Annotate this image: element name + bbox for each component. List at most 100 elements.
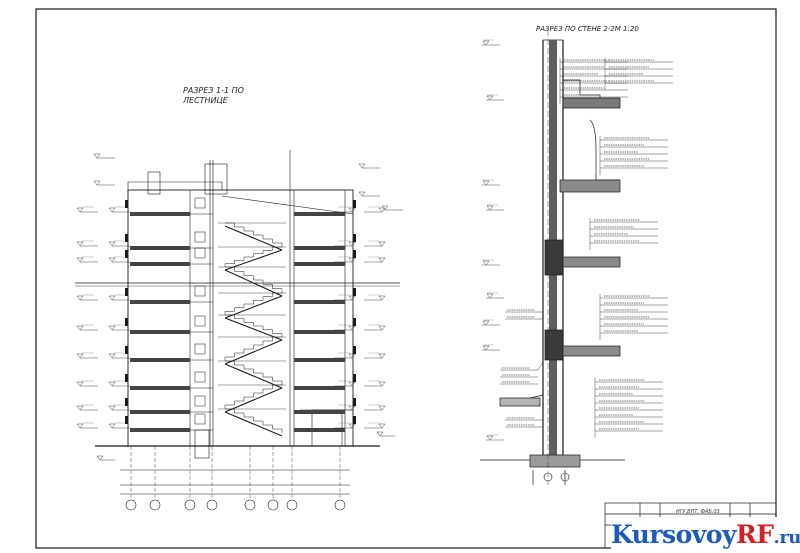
wall-section (480, 30, 625, 485)
stair-flight (224, 387, 283, 413)
window-marker (353, 234, 356, 242)
axis-marker-circle (267, 499, 279, 511)
elevation-triangle (348, 207, 356, 213)
elevation-triangle (96, 455, 104, 461)
elevation-triangle (486, 435, 494, 441)
stair-steps (225, 314, 283, 337)
floor-slab (130, 330, 190, 334)
floor-slab (294, 410, 345, 414)
stair-flight (224, 411, 283, 437)
stair-steps (225, 408, 283, 433)
elevation-triangle (93, 153, 101, 159)
elevation-triangle (76, 405, 84, 411)
watermark-text: KursovoyRF.ru (611, 520, 800, 549)
floor-slab (130, 358, 190, 362)
floor-slab (130, 386, 190, 390)
stair-steps (224, 246, 282, 267)
elevation-triangle (378, 257, 386, 263)
stair-section-title: РАЗРЕЗ 1-1 ПО ЛЕСТНИЦЕ (183, 86, 244, 106)
window-marker (125, 318, 128, 326)
watermark-part2: RF (736, 519, 774, 549)
stair-flight (224, 225, 283, 251)
stair-title-line1: РАЗРЕЗ 1-1 ПО (183, 86, 244, 95)
door-marker (194, 413, 206, 425)
axis-marker-circle (286, 499, 298, 511)
floor-slab (294, 358, 345, 362)
door-marker (194, 231, 206, 243)
stair-flight (224, 339, 283, 365)
elevation-triangle (108, 295, 116, 301)
window-marker (125, 234, 128, 242)
window-marker (125, 346, 128, 354)
elevation-triangle (108, 207, 116, 213)
elevation-triangle (482, 40, 490, 46)
elevation-triangle (378, 325, 386, 331)
axis-marker-circle (334, 499, 346, 511)
elevation-triangle (486, 205, 494, 211)
stair-flight (224, 249, 283, 271)
elevation-triangle (378, 241, 386, 247)
window-marker (125, 200, 128, 208)
axis-marker-circle (244, 499, 256, 511)
note-leader (537, 361, 544, 371)
watermark-part3: .ru (773, 526, 800, 548)
elevation-marks (76, 153, 403, 461)
stair-flights (218, 222, 286, 437)
elevation-triangle (378, 381, 386, 387)
elevation-triangle (348, 241, 356, 247)
elevation-triangle (76, 423, 84, 429)
elevation-triangle (108, 325, 116, 331)
floor-slab (294, 330, 345, 334)
elevation-triangle (348, 295, 356, 301)
window-marker (125, 374, 128, 382)
wall-section-title: РАЗРЕЗ ПО СТЕНЕ 2-2М 1:20 (536, 25, 639, 33)
elevation-triangle (381, 205, 389, 211)
stair-steps (225, 360, 283, 385)
door-marker (194, 285, 206, 297)
window-marker (125, 288, 128, 296)
stair-flight (224, 295, 283, 319)
elevation-triangle (348, 423, 356, 429)
watermark-logo[interactable]: KursovoyRF.ru (611, 517, 800, 551)
floor-slab (130, 262, 190, 266)
wall-layer-notes (500, 58, 673, 438)
elevation-triangle (348, 381, 356, 387)
stair-steps (224, 336, 282, 361)
stair-flight (224, 317, 283, 341)
door-marker (194, 197, 206, 209)
floor-slab (294, 246, 345, 250)
elevation-triangle (378, 423, 386, 429)
elevation-triangle (108, 381, 116, 387)
elevation-triangle (348, 325, 356, 331)
floor-slab (130, 428, 190, 432)
elevation-triangle (76, 295, 84, 301)
floor-slab (130, 300, 190, 304)
floor-slab (130, 246, 190, 250)
axis-marker-circle (125, 499, 137, 511)
elevation-triangle (376, 431, 384, 437)
elevation-triangle (108, 353, 116, 359)
elevation-triangle (358, 163, 366, 169)
axis-marker-circle (184, 499, 196, 511)
window-marker (353, 288, 356, 296)
floor-slab (294, 262, 345, 266)
window-marker (353, 200, 356, 208)
axis-marker-circle (149, 499, 161, 511)
stair-steps (225, 266, 283, 293)
stair-steps (224, 384, 282, 409)
elevation-triangle (108, 241, 116, 247)
floor-slab (130, 410, 190, 414)
stair-floor-slabs (125, 197, 356, 432)
elevation-triangle (76, 241, 84, 247)
stair-steps (225, 222, 283, 247)
window-marker (125, 398, 128, 406)
floor-slab (294, 428, 345, 432)
stair-title-line2: ЛЕСТНИЦЕ (183, 96, 228, 105)
floor-slab (294, 212, 345, 216)
elevation-triangle (482, 345, 490, 351)
door-marker (194, 371, 206, 383)
window-marker (353, 346, 356, 354)
elevation-triangle (108, 405, 116, 411)
wall-elevation-marks (482, 39, 504, 441)
